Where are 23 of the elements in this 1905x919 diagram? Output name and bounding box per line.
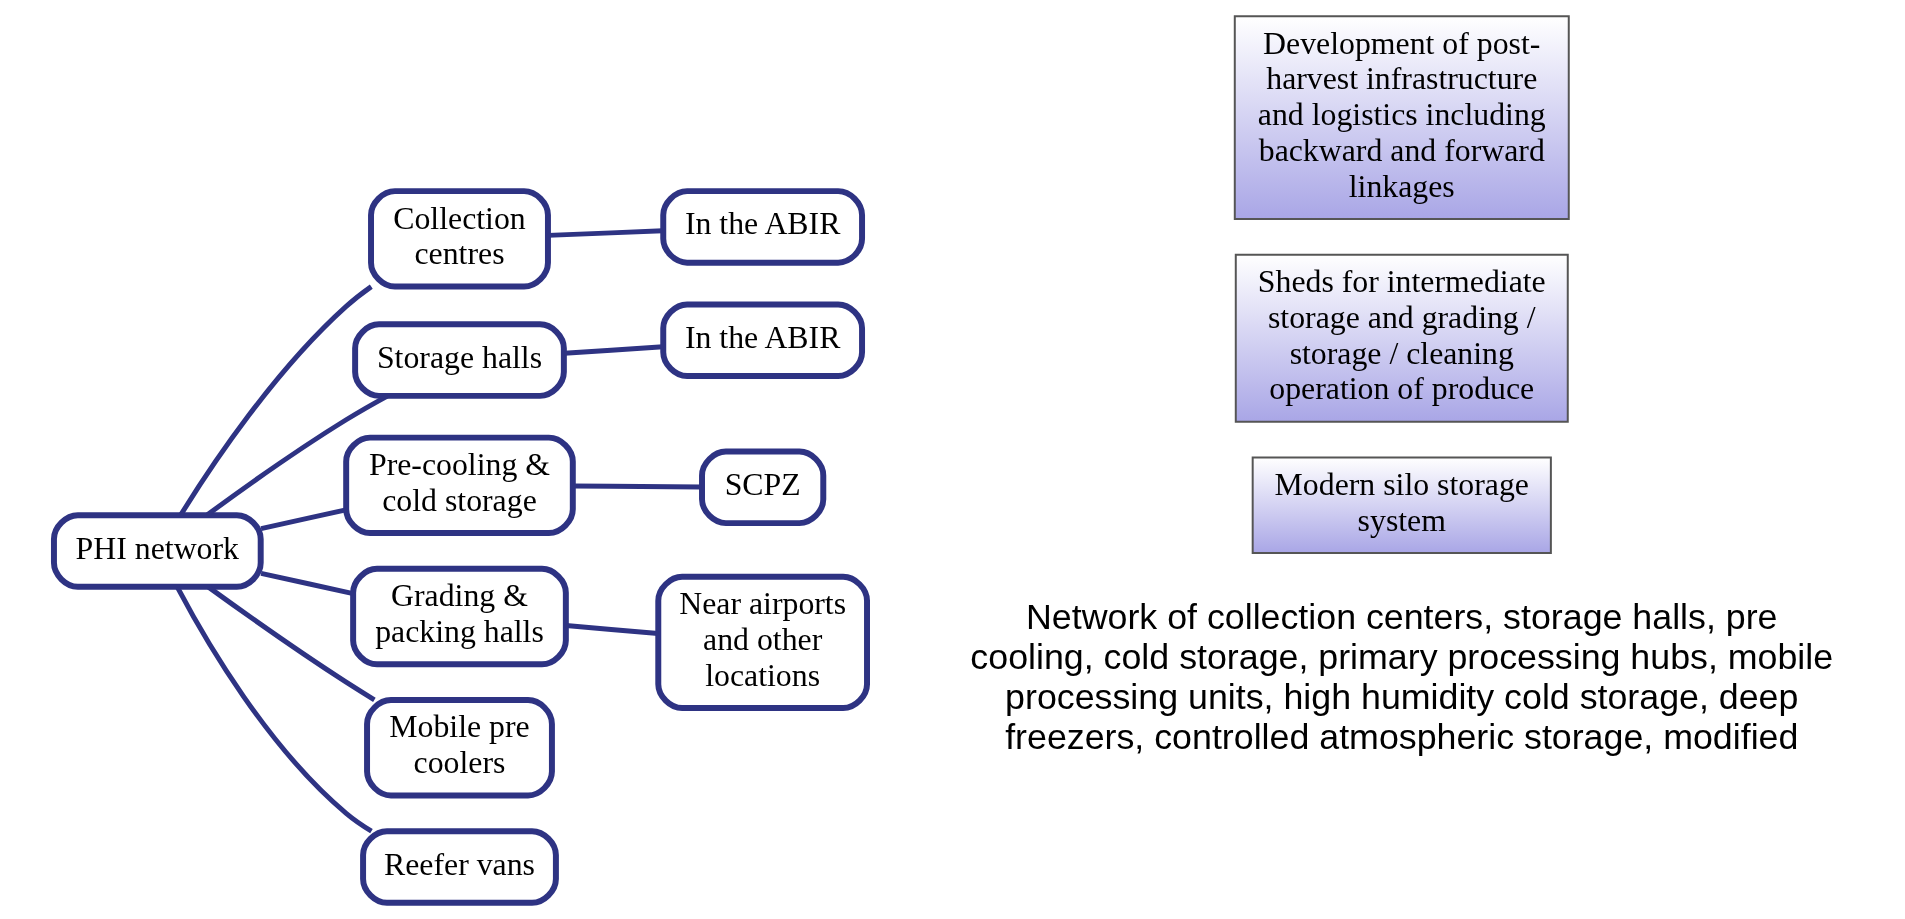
node-box: Storage halls xyxy=(352,321,567,399)
connector xyxy=(175,586,373,834)
connector xyxy=(260,507,347,531)
node-box: SCPZ xyxy=(699,448,827,527)
connector xyxy=(178,284,373,516)
node-box: PHI network xyxy=(50,512,264,590)
node-box: In the ABIR xyxy=(660,301,866,379)
node-box: Development of post-harvest infrastructure and logistics including backward and forward linkages xyxy=(1233,15,1570,220)
label: Network of collection centers, storage halls, pre cooling, cold storage, primary processing hubs, mobile processing units, high humidity cold storage, deep freezers, controlled atmospheric storage, modified xyxy=(970,597,1834,757)
connector xyxy=(564,344,664,356)
node-box: Sheds for intermediate storage and grading / storage / cleaning operation of produce xyxy=(1234,253,1569,423)
node-box: Near airports and other locations xyxy=(655,573,870,711)
node-box: Mobile pre coolers xyxy=(364,697,555,799)
node-box: In the ABIR xyxy=(660,188,866,266)
node-box: Collection centres xyxy=(368,188,551,290)
connector xyxy=(547,228,663,238)
node-box: Grading & packing halls xyxy=(350,565,569,668)
node-box: Reefer vans xyxy=(360,828,559,906)
node-box: Pre-cooling & cold storage xyxy=(343,434,576,537)
node-box: Modern silo storage system xyxy=(1251,456,1552,554)
connector xyxy=(260,570,354,596)
connector xyxy=(565,623,659,636)
connector xyxy=(572,483,702,490)
